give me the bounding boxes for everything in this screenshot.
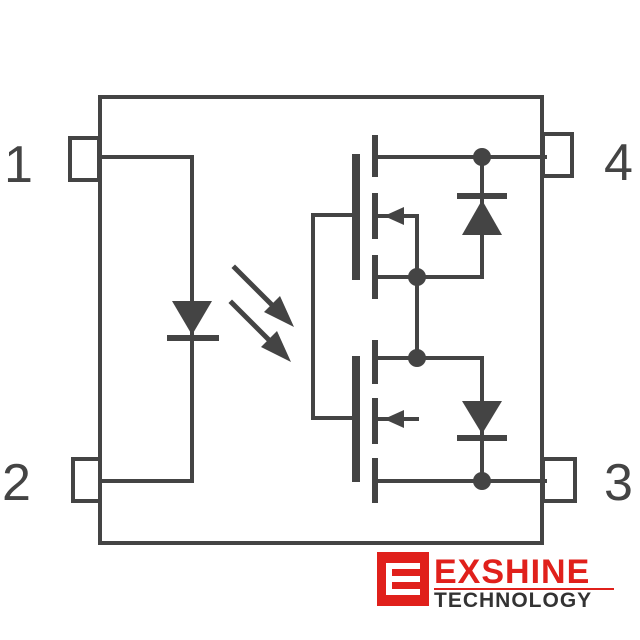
input-wire [98, 155, 194, 483]
body-diode-icon [457, 193, 507, 235]
schematic [68, 95, 577, 545]
exshine-logo-mark-icon [377, 552, 429, 606]
light-emission-arrows-icon [228, 264, 294, 362]
pin-3-label: 3 [604, 454, 633, 512]
pin-3-tab [541, 457, 577, 503]
pin-1-label: 1 [4, 136, 33, 194]
brand-logo: EXSHINE TECHNOLOGY [377, 552, 614, 612]
pin-4-label: 4 [604, 134, 633, 192]
mosfet-gate [311, 154, 360, 482]
pin-4-tab [541, 132, 574, 178]
pin-2-label: 2 [2, 454, 31, 512]
junction-dots [408, 148, 491, 490]
led-diode-icon [167, 301, 219, 341]
body-diode-icon [457, 401, 507, 441]
pin-1-tab [68, 136, 101, 182]
brand-tagline: TECHNOLOGY [434, 589, 592, 612]
upper-mosfet [372, 135, 547, 360]
lower-mosfet [372, 340, 547, 503]
brand-name: EXSHINE [434, 553, 590, 591]
package-outline [98, 95, 544, 545]
pin-2-tab [71, 457, 102, 503]
